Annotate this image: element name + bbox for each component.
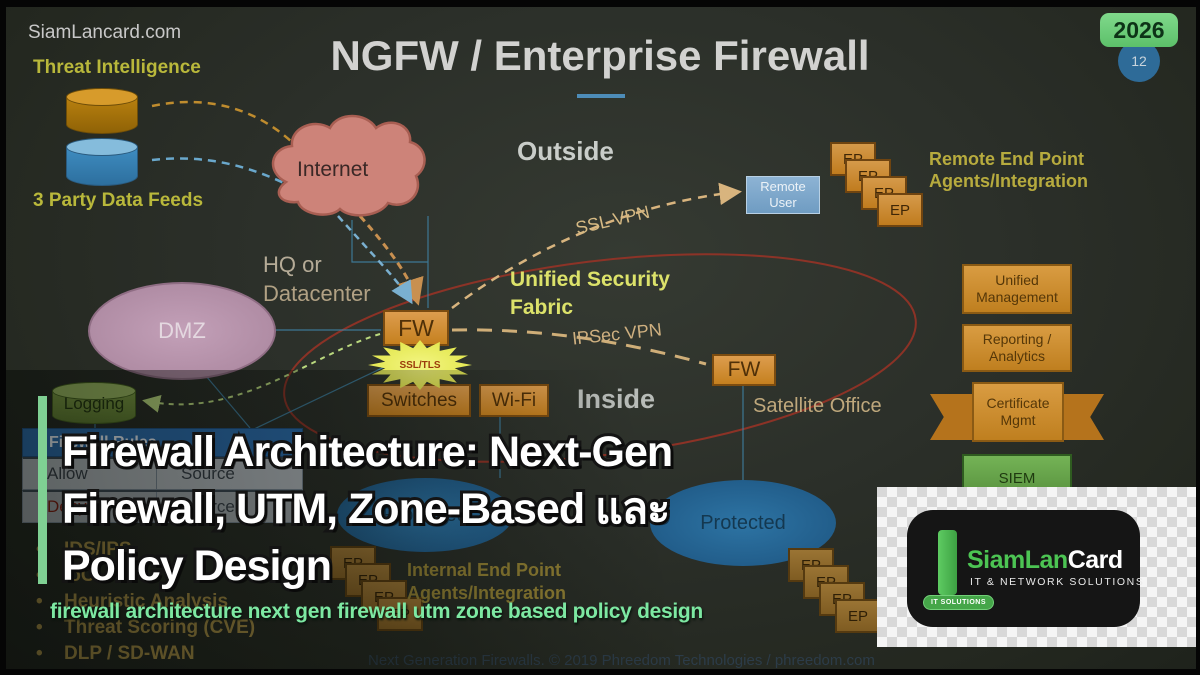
year-badge: 2026 [1100,13,1178,47]
inside-zone-label: Inside [577,384,656,414]
brand-name-white: Card [1067,546,1123,574]
ssl-vpn-line [451,182,742,309]
reporting-analytics-label: Reporting / [982,331,1052,348]
logging-db-icon: Logging [52,382,136,424]
fabric-label-line1: Unified Security [510,268,670,291]
ipsec-vpn-line [451,328,707,366]
frame-bottom [0,669,1200,675]
page-number-badge: 12 [1118,40,1160,82]
fw-satellite-label: FW [727,358,761,381]
frame-top [0,0,1200,7]
certificate-mgmt-box: Certificate Mgmt [972,382,1064,442]
ssl-tls-label: SSL/TLS [399,359,441,371]
logo-panel: SiamLanCard IT & NETWORK SOLUTIONS IT SO… [877,487,1197,647]
satellite-office-label: Satellite Office [753,395,882,417]
bullet-icon: • [36,643,43,664]
cloud-to-fw-orange [358,215,424,306]
logging-label: Logging [63,394,125,413]
feed-link-orange [151,100,295,145]
switches-box: Switches [367,384,471,417]
siem-label: SIEM [998,469,1036,487]
threat-feed-db-orange-icon [66,88,138,134]
brand-name: SiamLanCard [967,546,1123,575]
remote-endpoint-label-line2: Agents/Integration [929,171,1089,191]
overlay-title-line1: Firewall Architecture: Next-Gen [59,425,676,479]
brand-tagline: IT & NETWORK SOLUTIONS [970,576,1145,588]
list-item: •DLP / SD-WAN [36,643,195,664]
ep-box: EP [877,193,923,227]
ep-box: EP [835,599,881,633]
reporting-analytics-box: Reporting / Analytics [962,324,1072,372]
copyright-footer: Next Generation Firewalls. © 2019 Phreed… [368,652,875,669]
internet-cloud [271,114,426,217]
dmz-zone: DMZ [88,282,276,380]
internet-label: Internet [297,158,369,181]
threat-feed-db-blue-icon [66,138,138,186]
overlay-title-line2: Firewall, UTM, Zone-Based และ [59,482,673,536]
switches-label: Switches [380,389,458,411]
threat-intelligence-label: Threat Intelligence [33,57,201,78]
fw-hq-label: FW [398,314,434,341]
unified-management-box: Unified Management [962,264,1072,314]
wifi-box: Wi-Fi [479,384,549,417]
keyword-line: firewall architecture next gen firewall … [50,600,703,623]
data-feeds-label: 3 Party Data Feeds [33,190,204,211]
remote-endpoint-label-line1: Remote End Point [929,149,1085,169]
remote-user-label-line2: User [769,195,797,210]
logo-bar-icon [938,530,957,595]
year-badge-label: 2026 [1113,16,1165,43]
brand-logo-card: SiamLanCard IT & NETWORK SOLUTIONS IT SO… [907,510,1143,627]
page-number-label: 12 [1131,53,1147,69]
overlay-title-line3: Policy Design [59,539,335,593]
fw-satellite-box: FW [712,354,776,386]
watermark: SiamLancard.com [28,22,182,43]
title-accent-bar [38,396,47,584]
outside-zone-label: Outside [517,136,614,166]
slide-title: NGFW / Enterprise Firewall [330,32,870,79]
wifi-label: Wi-Fi [491,389,537,411]
frame-right [1196,0,1200,675]
fabric-label-line2: Fabric [510,296,574,319]
protected-right-label: Protected [700,511,786,534]
title-underline [577,94,625,98]
remote-user-label-line1: Remote [760,179,806,195]
hq-label-line1: HQ or [263,252,322,277]
cloud-to-fw-blue [337,215,413,305]
unified-management-label: Unified [995,272,1039,289]
remote-user-box: Remote User [746,176,820,214]
overlay-title: Firewall Architecture: Next-Gen Firewall… [59,424,676,595]
dmz-label: DMZ [158,318,206,343]
ssl-tls-burst-icon: SSL/TLS [368,340,472,390]
fw-hq-box: FW [383,310,449,346]
feed-link-blue [151,157,287,186]
frame-left [0,0,6,675]
brand-name-green: SiamLan [967,546,1068,574]
certificate-mgmt-label: Certificate [986,395,1050,412]
brand-pill-badge: IT SOLUTIONS [923,595,994,610]
hq-label-line2: Datacenter [263,281,371,306]
